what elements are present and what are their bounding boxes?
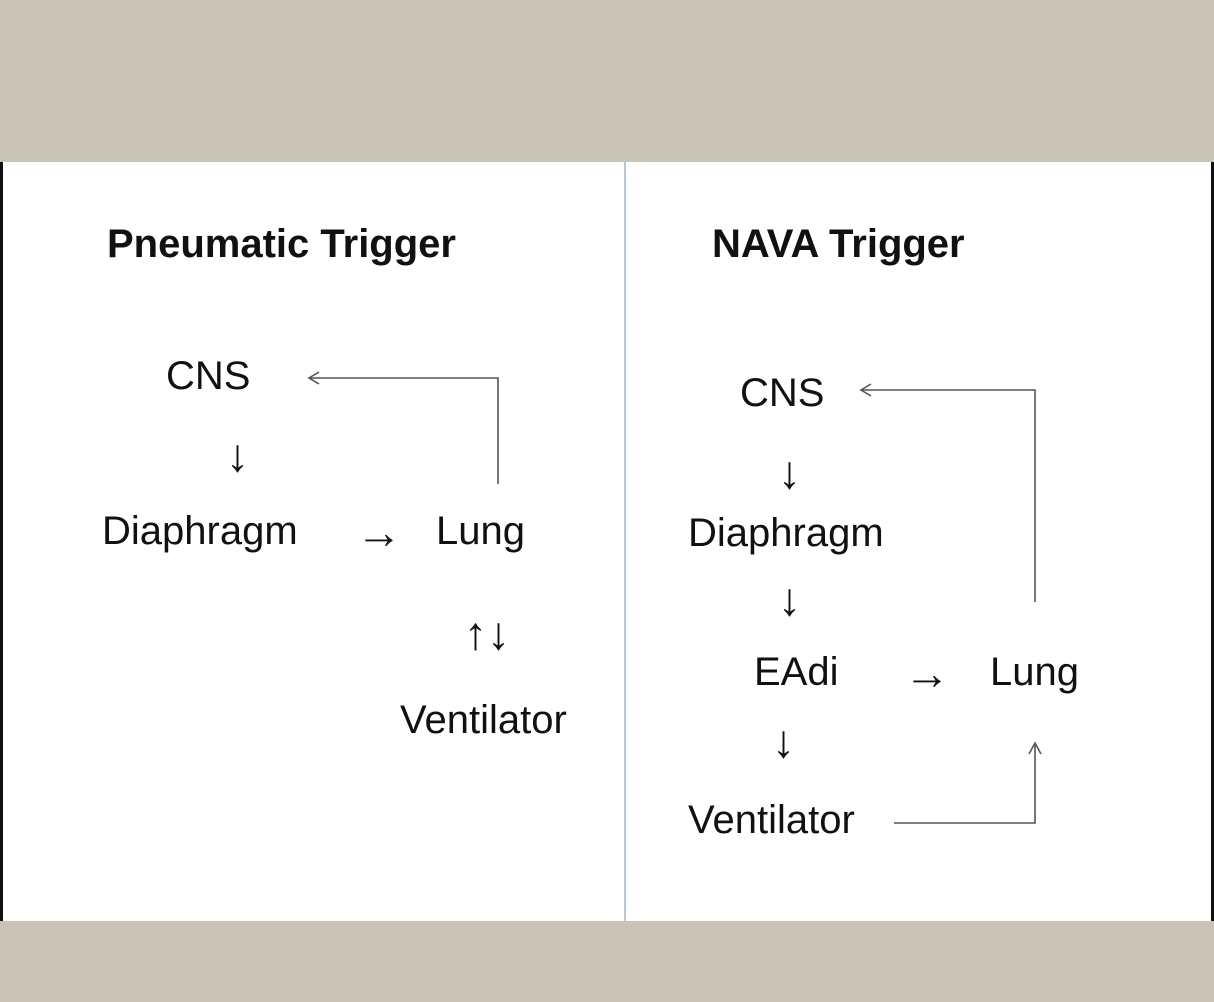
right-eadi-node: EAdi [754,650,839,694]
panel-left-edge [0,162,3,921]
left-ventilator-node: Ventilator [400,698,567,742]
right-cns-to-diaphragm-arrow: ↓ [778,446,801,498]
left-diaphragm-to-lung-arrow: → [356,506,402,558]
left-lung-ventilator-bidirectional-arrow: ↑↓ [464,607,510,659]
right-cns-node: CNS [740,371,825,415]
right-eadi-to-lung-arrow: → [904,647,950,699]
left-diaphragm-node: Diaphragm [102,509,298,553]
panel-right-edge [1211,162,1214,921]
right-diaphragm-to-eadi-arrow: ↓ [778,573,801,625]
column-divider [624,162,626,921]
left-cns-to-diaphragm-arrow: ↓ [226,429,249,481]
right-diaphragm-node: Diaphragm [688,511,884,555]
nava-trigger-title: NAVA Trigger [712,222,965,266]
left-lung-node: Lung [436,509,525,553]
right-lung-node: Lung [990,650,1079,694]
pneumatic-trigger-title: Pneumatic Trigger [107,222,456,266]
bottom-band [0,921,1214,1002]
left-cns-node: CNS [166,354,251,398]
right-eadi-to-ventilator-arrow: ↓ [772,715,795,767]
right-ventilator-node: Ventilator [688,798,855,842]
top-band [0,0,1214,162]
